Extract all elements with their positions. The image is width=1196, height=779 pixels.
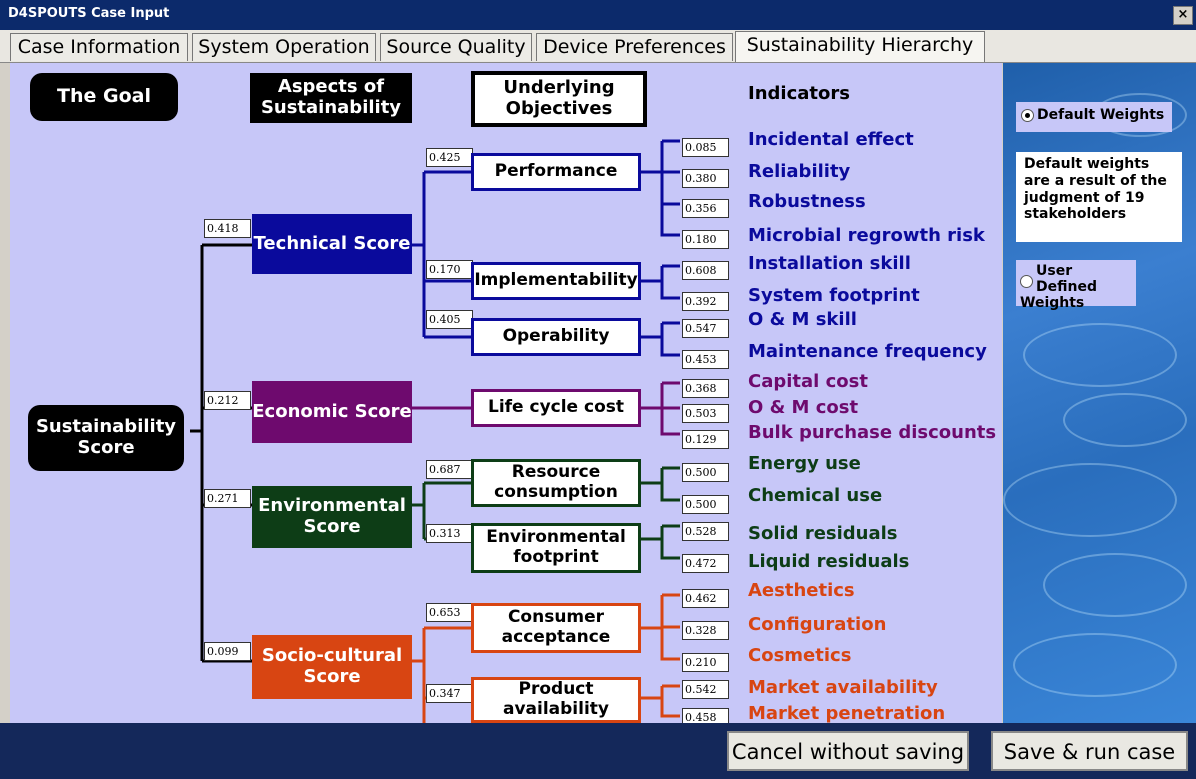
socio-cultural-score-box: Socio-cultural Score (252, 635, 412, 699)
indicator-weight-market-penetration[interactable]: 0.458 (682, 708, 729, 723)
default-weights-option[interactable]: Default Weights (1016, 102, 1172, 132)
aspect-weight-technical[interactable]: 0.418 (204, 219, 251, 238)
product-availability-box: Product availability (471, 677, 641, 723)
indicator-robustness: Robustness (748, 191, 866, 212)
indicator-bulk-purchase-discounts: Bulk purchase discounts (748, 422, 997, 443)
indicator-weight-chemical-use[interactable]: 0.500 (682, 495, 729, 514)
performance-box: Performance (471, 153, 641, 191)
connector-lines (190, 139, 680, 723)
indicator-weight-cosmetics[interactable]: 0.210 (682, 653, 729, 672)
indicator-weight-bulk-purchase-discounts[interactable]: 0.129 (682, 430, 729, 449)
objective-weight-environmental-footprint[interactable]: 0.313 (426, 524, 473, 543)
indicator-weight-om-skill[interactable]: 0.547 (682, 319, 729, 338)
aspect-weight-environmental[interactable]: 0.271 (204, 489, 251, 508)
technical-score-box: Technical Score (252, 214, 412, 274)
indicator-om-cost: O & M cost (748, 397, 859, 418)
indicator-om-skill: O & M skill (748, 309, 857, 330)
indicator-weight-reliability[interactable]: 0.380 (682, 169, 729, 188)
objective-weight-resource-consumption[interactable]: 0.687 (426, 460, 473, 479)
indicator-weight-maintenance-frequency[interactable]: 0.453 (682, 350, 729, 369)
close-button[interactable]: × (1173, 6, 1193, 25)
indicator-reliability: Reliability (748, 161, 851, 182)
consumer-acceptance-box: Consumer acceptance (471, 603, 641, 653)
resource-consumption-box: Resource consumption (471, 459, 641, 507)
indicator-weight-robustness[interactable]: 0.356 (682, 199, 729, 218)
indicator-market-penetration: Market penetration (748, 703, 946, 723)
default-weights-label: Default Weights (1037, 107, 1165, 123)
user-defined-weights-option[interactable]: User Defined Weights (1016, 260, 1136, 311)
indicator-weight-energy-use[interactable]: 0.500 (682, 463, 729, 482)
indicators-header: Indicators (748, 83, 850, 104)
tab-system-operation[interactable]: System Operation (192, 33, 376, 61)
window-title: D4SPOUTS Case Input (8, 6, 170, 21)
sustainability-score-box: Sustainability Score (28, 405, 184, 471)
indicator-microbial-regrowth-risk: Microbial regrowth risk (748, 225, 985, 246)
indicator-configuration: Configuration (748, 614, 887, 635)
tab-sustainability-hierarchy[interactable]: Sustainability Hierarchy (735, 31, 985, 62)
tab-source-quality[interactable]: Source Quality (380, 33, 532, 61)
user-defined-weights-radio[interactable] (1020, 275, 1033, 288)
indicator-weight-microbial-regrowth-risk[interactable]: 0.180 (682, 230, 729, 249)
indicator-cosmetics: Cosmetics (748, 645, 852, 666)
objective-weight-consumer-acceptance[interactable]: 0.653 (426, 603, 473, 622)
goal-header: The Goal (30, 73, 178, 121)
indicator-maintenance-frequency: Maintenance frequency (748, 341, 987, 362)
save-and-run-case-button[interactable]: Save & run case (991, 731, 1188, 771)
indicator-weight-market-availability[interactable]: 0.542 (682, 680, 729, 699)
indicator-weight-om-cost[interactable]: 0.503 (682, 404, 729, 423)
bottom-bar: Cancel without saving Save & run case (0, 723, 1196, 779)
operability-box: Operability (471, 318, 641, 356)
indicator-solid-residuals: Solid residuals (748, 523, 898, 544)
aspect-weight-socio-cultural[interactable]: 0.099 (204, 642, 251, 661)
tab-device-preferences[interactable]: Device Preferences (536, 33, 733, 61)
indicator-weight-installation-skill[interactable]: 0.608 (682, 261, 729, 280)
default-weights-description: Default weights are a result of the judg… (1016, 152, 1182, 242)
indicator-energy-use: Energy use (748, 453, 861, 474)
indicator-installation-skill: Installation skill (748, 253, 911, 274)
indicator-weight-system-footprint[interactable]: 0.392 (682, 292, 729, 311)
indicator-chemical-use: Chemical use (748, 485, 883, 506)
hierarchy-canvas: The Goal Aspects of Sustainability Under… (10, 63, 1002, 723)
indicator-incidental-effect: Incidental effect (748, 129, 914, 150)
environmental-score-box: Environmental Score (252, 486, 412, 548)
implementability-box: Implementability (471, 262, 641, 300)
title-bar: D4SPOUTS Case Input × (0, 0, 1196, 30)
objective-weight-operability[interactable]: 0.405 (426, 310, 473, 329)
economic-score-box: Economic Score (252, 381, 412, 443)
indicator-liquid-residuals: Liquid residuals (748, 551, 910, 572)
indicator-weight-capital-cost[interactable]: 0.368 (682, 379, 729, 398)
indicator-market-availability: Market availability (748, 677, 938, 698)
indicator-capital-cost: Capital cost (748, 371, 868, 392)
environmental-footprint-box: Environmental footprint (471, 523, 641, 573)
indicator-system-footprint: System footprint (748, 285, 920, 306)
default-weights-radio[interactable] (1021, 108, 1034, 122)
indicator-aesthetics: Aesthetics (748, 580, 855, 601)
objective-weight-implementability[interactable]: 0.170 (426, 260, 473, 279)
indicator-weight-aesthetics[interactable]: 0.462 (682, 589, 729, 608)
indicator-weight-configuration[interactable]: 0.328 (682, 621, 729, 640)
user-defined-weights-label: User Defined Weights (1020, 263, 1097, 311)
tab-bar: Case Information System Operation Source… (0, 30, 1196, 63)
objectives-header: Underlying Objectives (471, 71, 647, 127)
indicator-weight-incidental-effect[interactable]: 0.085 (682, 138, 729, 157)
indicator-weight-solid-residuals[interactable]: 0.528 (682, 522, 729, 541)
indicator-weight-liquid-residuals[interactable]: 0.472 (682, 554, 729, 573)
objective-weight-product-availability[interactable]: 0.347 (426, 684, 473, 703)
life-cycle-cost-box: Life cycle cost (471, 389, 641, 427)
aspect-weight-economic[interactable]: 0.212 (204, 391, 251, 410)
aspects-header: Aspects of Sustainability (250, 73, 412, 123)
cancel-without-saving-button[interactable]: Cancel without saving (727, 731, 969, 771)
objective-weight-performance[interactable]: 0.425 (426, 148, 473, 167)
tab-case-information[interactable]: Case Information (10, 33, 188, 61)
